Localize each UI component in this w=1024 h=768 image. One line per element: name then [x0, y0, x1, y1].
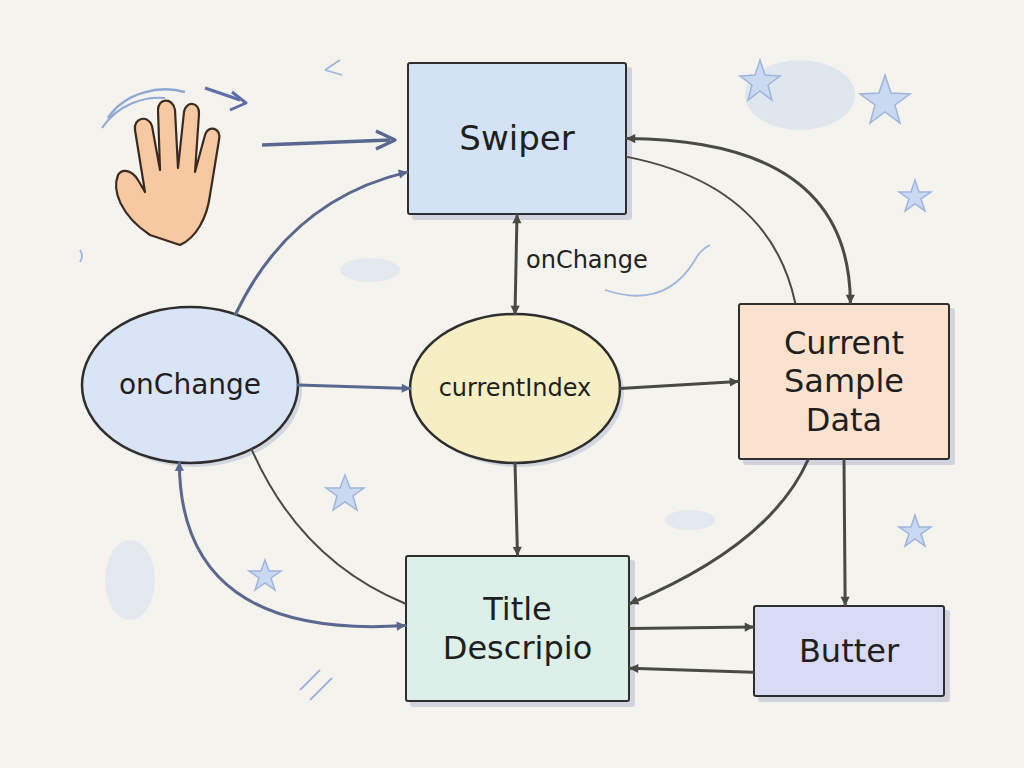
- node-label: currentIndex: [431, 374, 600, 403]
- component-box: Swiper: [407, 62, 627, 215]
- flow-arrow: [236, 172, 407, 314]
- node-label: onChange: [111, 368, 269, 402]
- flow-arrow: [630, 460, 808, 604]
- edge-label: onChange: [526, 246, 648, 274]
- node-label: Swiper: [451, 118, 582, 159]
- flow-arrow: [515, 463, 518, 555]
- node-label: Current Sample Data: [740, 324, 948, 439]
- hand-illustration: [102, 88, 395, 245]
- flow-arrow: [179, 463, 405, 627]
- event-ellipse: onChange: [80, 305, 300, 465]
- flow-arrow: [252, 449, 405, 603]
- data-box: Current Sample Data: [738, 303, 950, 460]
- flow-arrow: [844, 460, 845, 605]
- flow-arrow: [298, 385, 410, 389]
- node-label: Butter: [791, 632, 907, 670]
- state-ellipse: currentIndex: [408, 312, 622, 465]
- flow-arrow: [620, 382, 738, 389]
- component-box: Title Descripio: [405, 555, 630, 702]
- flow-arrow: [627, 157, 795, 303]
- flow-arrow: [515, 215, 517, 314]
- flow-arrow: [630, 627, 753, 628]
- flow-arrow: [630, 668, 753, 672]
- flow-arrow: [627, 139, 850, 304]
- component-box: Butter: [753, 605, 945, 697]
- node-label: Title Descripio: [407, 590, 628, 667]
